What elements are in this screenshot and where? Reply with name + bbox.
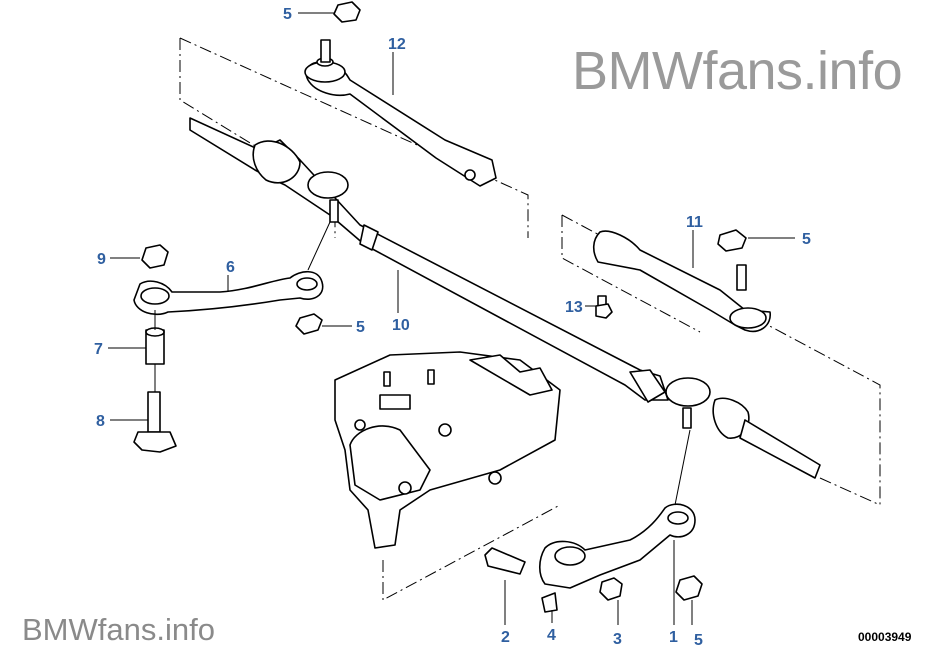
diagram-number: 00003949 (858, 630, 912, 644)
callout-4: 4 (547, 627, 556, 644)
clip-4 (541, 592, 558, 613)
callout-13: 13 (565, 299, 583, 316)
watermark-top: BMWfans.info (572, 40, 903, 102)
nut-5-bottom (675, 575, 703, 601)
bushing-7 (145, 327, 165, 365)
watermark-top-brand: BMWfans (572, 41, 803, 101)
nut-9 (141, 244, 169, 269)
leader-lines (108, 12, 795, 625)
callout-1: 1 (669, 629, 678, 646)
callout-8: 8 (96, 413, 105, 430)
watermark-bottom-brand: BMWfans (22, 612, 157, 647)
callout-5-bottom: 5 (694, 632, 703, 649)
idler-arm-6 (133, 270, 324, 316)
callout-5-top: 5 (283, 6, 292, 23)
callout-labels: 5 12 11 5 9 6 5 10 13 7 8 2 4 3 1 5 (94, 6, 811, 649)
tie-rod-end-11 (592, 230, 771, 332)
bolt-2 (484, 547, 526, 575)
callout-10: 10 (392, 317, 410, 334)
nut-3 (599, 577, 623, 601)
callout-12: 12 (388, 36, 406, 53)
nut-5-right (717, 229, 747, 252)
callout-11: 11 (686, 214, 703, 231)
watermark-top-suffix: .info (802, 41, 903, 101)
callout-7: 7 (94, 341, 103, 358)
center-rod-10 (189, 117, 821, 479)
callout-9: 9 (97, 251, 106, 268)
callout-3: 3 (613, 631, 622, 648)
callout-5-right: 5 (802, 231, 811, 248)
callout-6: 6 (226, 259, 235, 276)
watermark-bottom: BMWfans.info (22, 612, 215, 648)
pitman-arm-1 (538, 503, 696, 589)
callout-5-left: 5 (356, 319, 365, 336)
watermark-bottom-suffix: .info (156, 612, 215, 647)
nut-5-top (333, 1, 361, 23)
bolt-8 (133, 391, 177, 453)
callout-2: 2 (501, 629, 510, 646)
tie-rod-end-12 (304, 39, 497, 187)
steering-gearbox (334, 351, 561, 549)
nut-5-left (295, 313, 323, 335)
